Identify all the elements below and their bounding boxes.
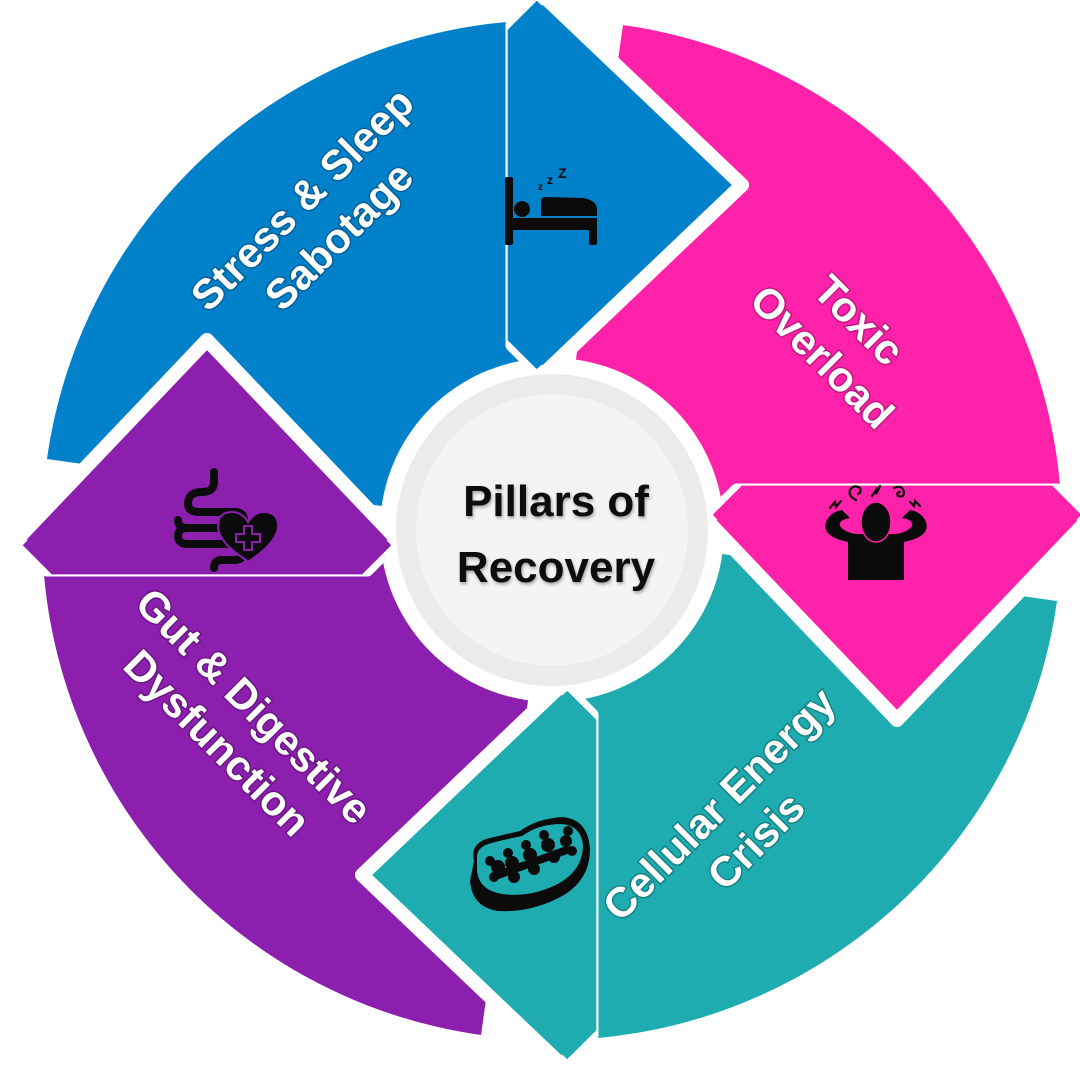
seg-0-arrowhead-layer [505,0,749,382]
seg-3-arrowhead-layer [10,333,404,577]
segment-arrowhead-fill-gut-digestive [22,351,392,575]
center-title-line1: Pillars of [463,477,649,526]
intestine-heart-icon [173,468,280,572]
seg-1-arrowhead-layer [700,483,1080,727]
center-title-line2: Recovery [457,543,656,592]
segment-arrowhead-fill-stress-sleep [507,0,731,370]
sleeping-in-bed-icon: z z Z [505,165,597,245]
svg-text:z: z [547,173,553,187]
svg-text:Z: Z [558,165,567,181]
svg-text:z: z [538,182,543,193]
stressed-person-icon [825,484,927,580]
mitochondria-icon [470,817,590,912]
center-hub-fill [416,394,688,666]
center-hub: Pillars of Recovery [390,368,714,692]
segment-arrowhead-fill-toxic-overload [712,485,1080,709]
